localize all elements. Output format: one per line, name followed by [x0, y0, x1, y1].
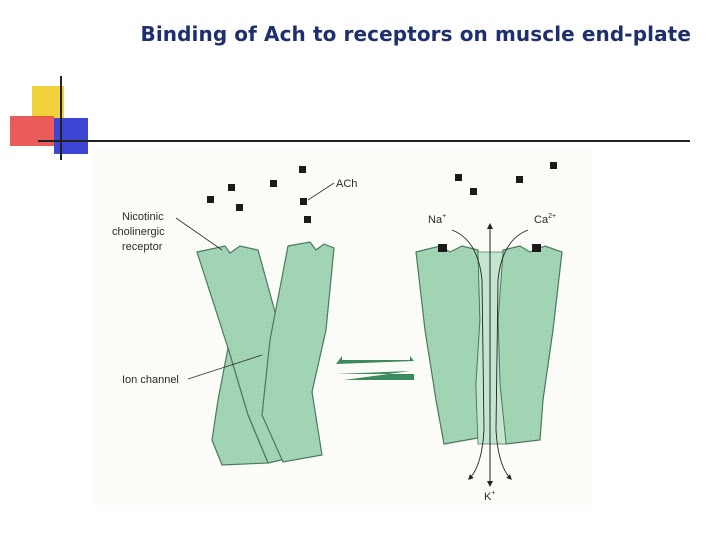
ion-flow-na-curve: [451, 229, 485, 431]
ach-molecule: [455, 174, 462, 181]
label-receptor-line1: Nicotinic: [122, 211, 164, 223]
label-ca-charge: 2+: [548, 213, 556, 220]
ach-molecule: [304, 216, 311, 223]
decor-yellow-square: [32, 86, 64, 118]
decor-blue-square: [54, 118, 88, 154]
ach-molecule: [300, 198, 307, 205]
closed-channel-base-left: [211, 347, 269, 466]
ach-molecule: [207, 196, 214, 203]
closed-channel-subunit-right: [261, 241, 335, 463]
ion-flow-k-curve-left: [468, 429, 485, 480]
ion-flow-k-curve-right: [495, 429, 512, 480]
leader-ion-channel: [187, 354, 263, 380]
open-channel: [415, 245, 563, 445]
ion-flow: [451, 223, 529, 487]
ach-molecules-left: [207, 166, 311, 223]
ion-flow-ca-curve: [495, 229, 529, 431]
closed-channel: [196, 241, 335, 466]
ach-molecule: [299, 166, 306, 173]
label-na: Na+: [428, 213, 446, 226]
ach-molecule: [516, 176, 523, 183]
label-ca: Ca2+: [534, 213, 556, 226]
slide-title: Binding of Ach to receptors on muscle en…: [140, 22, 691, 46]
ach-molecule: [550, 162, 557, 169]
label-receptor-line2: cholinergic: [112, 226, 165, 238]
ach-bound-left: [438, 244, 447, 252]
label-k-symbol: K: [484, 491, 492, 503]
arrow-forward: [336, 356, 414, 364]
label-k: K+: [484, 490, 495, 503]
leader-receptor: [175, 217, 223, 251]
arrow-reverse: [336, 371, 414, 380]
ach-molecules-right: [455, 162, 557, 195]
ach-molecule: [228, 184, 235, 191]
label-na-symbol: Na: [428, 214, 443, 226]
ach-molecule: [470, 188, 477, 195]
slide-decoration: [10, 76, 690, 160]
label-k-charge: +: [491, 490, 495, 497]
label-ca-symbol: Ca: [534, 214, 549, 226]
label-ach: ACh: [336, 178, 357, 190]
label-ion-channel: Ion channel: [122, 374, 179, 386]
leader-ach: [307, 182, 335, 201]
label-na-charge: +: [442, 213, 446, 220]
ach-molecule: [236, 204, 243, 211]
ach-bound-right: [532, 244, 541, 252]
label-receptor-line3: receptor: [122, 241, 163, 253]
equilibrium-arrows: [336, 356, 414, 380]
ach-molecule: [270, 180, 277, 187]
